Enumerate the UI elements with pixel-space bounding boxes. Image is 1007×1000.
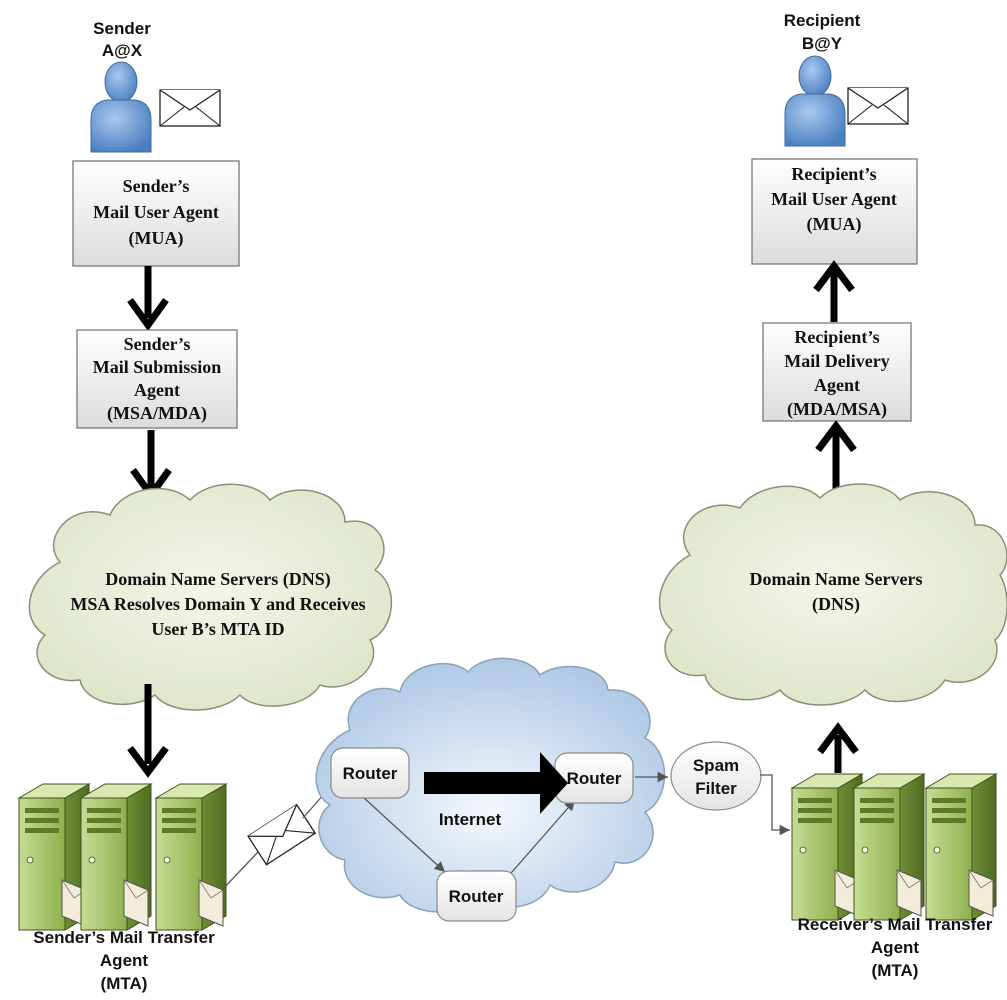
sender-msa-line1: Sender’s — [124, 334, 191, 354]
arrow-up-mta-dns — [817, 722, 859, 773]
sender-label-name: Sender — [93, 19, 151, 38]
recipient-mta-line2: Agent — [871, 938, 920, 957]
sender-dns-line3: User B’s MTA ID — [151, 619, 284, 639]
sender-msa-box: Sender’s Mail Submission Agent (MSA/MDA) — [76, 329, 238, 429]
sender-mta-servers — [18, 783, 227, 931]
spam-filter-line2: Filter — [695, 779, 737, 798]
transit-envelope-icon — [247, 803, 317, 866]
recipient-label-address: B@Y — [802, 34, 843, 53]
link-spam-mta — [760, 774, 790, 836]
sender-label-address: A@X — [102, 41, 143, 60]
sender-person-icon — [90, 61, 152, 153]
router-1-label: Router — [343, 764, 398, 783]
sender-dns-line1: Domain Name Servers (DNS) — [105, 569, 330, 590]
recipient-mta-label: Receiver’s Mail Transfer Agent (MTA) — [798, 915, 993, 980]
recipient-dns-line1: Domain Name Servers — [750, 569, 923, 589]
internet-label: Internet — [439, 810, 502, 829]
spam-filter-line1: Spam — [693, 756, 739, 775]
sender-envelope-icon — [159, 89, 221, 127]
router-3-label: Router — [567, 769, 622, 788]
link-router1-router2 — [362, 796, 446, 873]
recipient-envelope-icon — [847, 87, 909, 125]
arrow-up-mda-mua — [813, 260, 855, 322]
sender-mta-line3: (MTA) — [101, 974, 148, 993]
sender-mua-line1: Sender’s — [123, 176, 190, 196]
arrow-down-dns-mta — [127, 684, 169, 778]
recipient-label: Recipient B@Y — [784, 11, 861, 53]
recipient-mua-line3: (MUA) — [807, 214, 862, 235]
sender-dns-cloud: Domain Name Servers (DNS) MSA Resolves D… — [28, 483, 393, 711]
arrow-down-msa-dns — [130, 430, 172, 501]
recipient-dns-line2: (DNS) — [812, 594, 860, 615]
recipient-label-name: Recipient — [784, 11, 861, 30]
link-router2-router3 — [504, 799, 576, 881]
recipient-mda-line1: Recipient’s — [794, 327, 879, 347]
router-3: Router — [554, 752, 634, 804]
recipient-person-icon — [784, 55, 846, 147]
arrow-down-mua-msa — [127, 266, 169, 331]
recipient-mda-box: Recipient’s Mail Delivery Agent (MDA/MSA… — [762, 322, 912, 422]
recipient-mda-line3: Agent — [814, 375, 860, 395]
recipient-mta-line1: Receiver’s Mail Transfer — [798, 915, 993, 934]
router-2: Router — [436, 870, 517, 922]
recipient-mta-servers — [791, 773, 997, 921]
big-right-arrow-icon — [424, 752, 568, 814]
sender-msa-line4: (MSA/MDA) — [107, 403, 207, 424]
sender-mta-line2: Agent — [100, 951, 149, 970]
router-2-label: Router — [449, 887, 504, 906]
sender-mua-box: Sender’s Mail User Agent (MUA) — [72, 160, 240, 267]
recipient-mua-line2: Mail User Agent — [771, 189, 897, 209]
sender-mua-line2: Mail User Agent — [93, 202, 219, 222]
arrow-up-dns-mda — [815, 420, 857, 494]
recipient-dns-cloud: Domain Name Servers (DNS) — [658, 483, 1007, 706]
sender-mua-line3: (MUA) — [129, 228, 184, 249]
sender-dns-line2: MSA Resolves Domain Y and Receives — [70, 594, 365, 614]
recipient-mda-line4: (MDA/MSA) — [787, 399, 887, 420]
sender-mta-label: Sender’s Mail Transfer Agent (MTA) — [33, 928, 215, 993]
router-1: Router — [330, 747, 410, 799]
sender-mta-line1: Sender’s Mail Transfer — [33, 928, 215, 947]
sender-msa-line3: Agent — [134, 380, 180, 400]
recipient-mua-line1: Recipient’s — [791, 164, 876, 184]
sender-msa-line2: Mail Submission — [93, 357, 222, 377]
sender-label: Sender A@X — [93, 19, 151, 60]
spam-filter: Spam Filter — [670, 741, 762, 811]
recipient-mua-box: Recipient’s Mail User Agent (MUA) — [751, 158, 918, 265]
link-mta-envelope — [221, 851, 259, 891]
recipient-mda-line2: Mail Delivery — [784, 351, 889, 371]
recipient-mta-line3: (MTA) — [872, 961, 919, 980]
